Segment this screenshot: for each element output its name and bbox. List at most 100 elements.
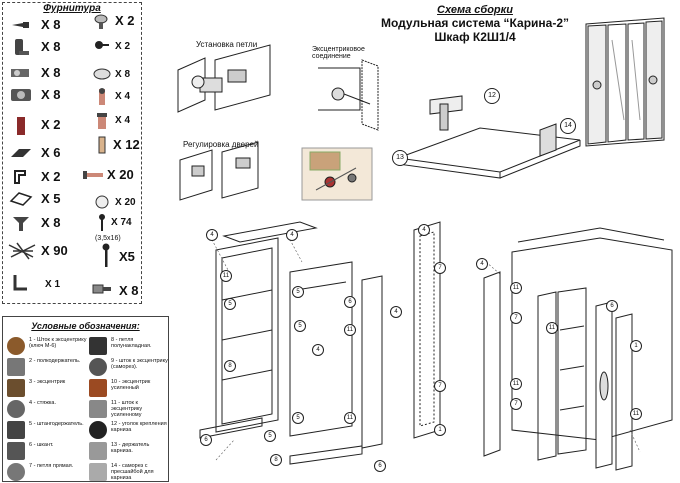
legend-item-icon	[7, 421, 25, 439]
legend-panel: Условные обозначения: 1 - Шток к эксцент…	[2, 316, 169, 482]
hinge-install-sketch	[177, 44, 271, 113]
marker-6d: 6	[606, 300, 618, 312]
legend-item-icon	[7, 463, 25, 481]
legend-item-text: 10 - эксцентрик усиленный	[111, 379, 151, 391]
legend-item: 3 - эксцентрик	[7, 377, 87, 399]
marker-4b: 4	[286, 229, 298, 241]
nail-icon	[14, 170, 26, 184]
marker-13: 13	[392, 150, 408, 166]
legend-item: 4 - стяжка.	[7, 398, 87, 420]
legend-item-icon	[7, 442, 25, 460]
hinge-icon	[11, 69, 29, 77]
nails-bundle-icon	[8, 242, 36, 260]
legend-item-icon	[89, 421, 107, 439]
legend-item-text: 12 - уголок крепления карниза	[111, 421, 167, 433]
shelf-holder-icon	[17, 117, 25, 135]
legend-item-icon	[89, 463, 107, 481]
marker-5a: 5	[224, 298, 236, 310]
label-hinge-install: Установка петли	[196, 40, 258, 49]
marker-8a: 8	[224, 360, 236, 372]
legend-item: 10 - эксцентрик усиленный	[89, 377, 169, 399]
legend-item-text: 1 - Шток к эксцентрику (ключ М-6)	[29, 337, 87, 349]
legend-item-icon	[89, 379, 107, 397]
legend-item-icon	[89, 442, 107, 460]
legend-item: 1 - Шток к эксцентрику (ключ М-6)	[7, 335, 87, 357]
marker-4f: 4	[476, 258, 488, 270]
table-holder-icon	[13, 217, 29, 231]
carcass-left	[199, 221, 383, 465]
marker-14: 14	[560, 118, 576, 134]
label-door-adjust: Регулировка дверей	[183, 140, 259, 149]
marker-4d: 4	[312, 344, 324, 356]
hex-key-icon	[13, 275, 27, 291]
marker-7d: 7	[510, 398, 522, 410]
bracket-icon	[9, 192, 33, 206]
marker-8b: 8	[270, 454, 282, 466]
legend-item-icon	[89, 400, 107, 418]
dowel-icon	[15, 39, 29, 55]
legend-item-text: 11 - шток к эксцентрику усиленному	[111, 400, 143, 418]
marker-11g: 11	[630, 408, 642, 420]
marker-1b: 1	[630, 340, 642, 352]
marker-11e: 11	[510, 378, 522, 390]
legend-item-text: 5 - штангодержатель.	[29, 421, 84, 427]
marker-5c: 5	[294, 320, 306, 332]
marker-11b: 11	[344, 324, 356, 336]
legend-item-text: 2 - полкодержатель.	[29, 358, 81, 364]
legend-item-text: 3 - эксцентрик	[29, 379, 66, 385]
legend-item: 7 - петля прямая.	[7, 461, 87, 483]
marker-4e: 4	[418, 224, 430, 236]
marker-11a: 11	[220, 270, 232, 282]
legend-item-icon	[7, 358, 25, 376]
cap-icon	[95, 195, 109, 209]
dowel-screw-icon	[12, 22, 29, 28]
marker-11f: 11	[546, 322, 558, 334]
legend-item-text: 6 - шкант.	[29, 442, 54, 448]
large-screw-icon	[102, 243, 110, 267]
legend-item: 8 - петля полунакладная.	[89, 335, 169, 357]
short-screw-icon	[95, 41, 109, 49]
door-hinge-icon	[11, 149, 31, 157]
legend-item-text: 7 - петля прямая.	[29, 463, 74, 469]
label-eccentric: Эксцентриковое соединение	[312, 46, 365, 60]
screw-size-note: (3,5x16)	[95, 235, 121, 242]
cap-icon	[93, 68, 111, 80]
legend-item: 2 - полкодержатель.	[7, 356, 87, 378]
round-knob-icon	[94, 14, 108, 29]
legend-item-text: 8 - петля полунакладная.	[111, 337, 152, 349]
marker-5b: 5	[292, 286, 304, 298]
door-adjust-sketch	[179, 141, 259, 201]
eccentric-sketch	[318, 59, 379, 131]
legend-item-icon	[89, 337, 107, 355]
wardrobe-assembled	[511, 227, 673, 471]
legend-item-icon	[7, 337, 25, 355]
wardrobe-preview	[585, 17, 665, 147]
marker-5e: 5	[264, 430, 276, 442]
hardware-title: Фурнитура	[43, 3, 101, 14]
legend-item-text: 4 - стяжка.	[29, 400, 56, 406]
marker-7c: 7	[510, 312, 522, 324]
marker-6b: 6	[200, 434, 212, 446]
legend-item: 6 - шкант.	[7, 440, 87, 462]
marker-11c: 11	[344, 412, 356, 424]
heading-line-2: Модульная система “Карина-2”	[381, 16, 569, 30]
reinforced-rod-icon	[97, 113, 107, 129]
marker-5d: 5	[292, 412, 304, 424]
long-screw-icon	[83, 171, 103, 179]
legend-item: 5 - штангодержатель.	[7, 419, 87, 441]
legend-item: 14 - саморез с пресшайбой для карниза	[89, 461, 169, 483]
marker-7a: 7	[434, 262, 446, 274]
legend-item-icon	[7, 400, 25, 418]
side-panel	[413, 221, 501, 457]
marker-7b: 7	[434, 380, 446, 392]
marker-6c: 6	[374, 460, 386, 472]
heading-line-3: Шкаф К2Ш1/4	[434, 30, 516, 44]
marker-4c: 4	[390, 306, 402, 318]
legend-item-icon	[89, 358, 107, 376]
legend-title: Условные обозначения:	[31, 321, 140, 331]
legend-item: 9 - шток к эксцентрику (саморез).	[89, 356, 169, 378]
legend-item-text: 13 - держатель карниза.	[111, 442, 150, 454]
heading: Схема сборки Модульная система “Карина-2…	[340, 4, 610, 44]
rod-screw-icon	[99, 88, 105, 105]
